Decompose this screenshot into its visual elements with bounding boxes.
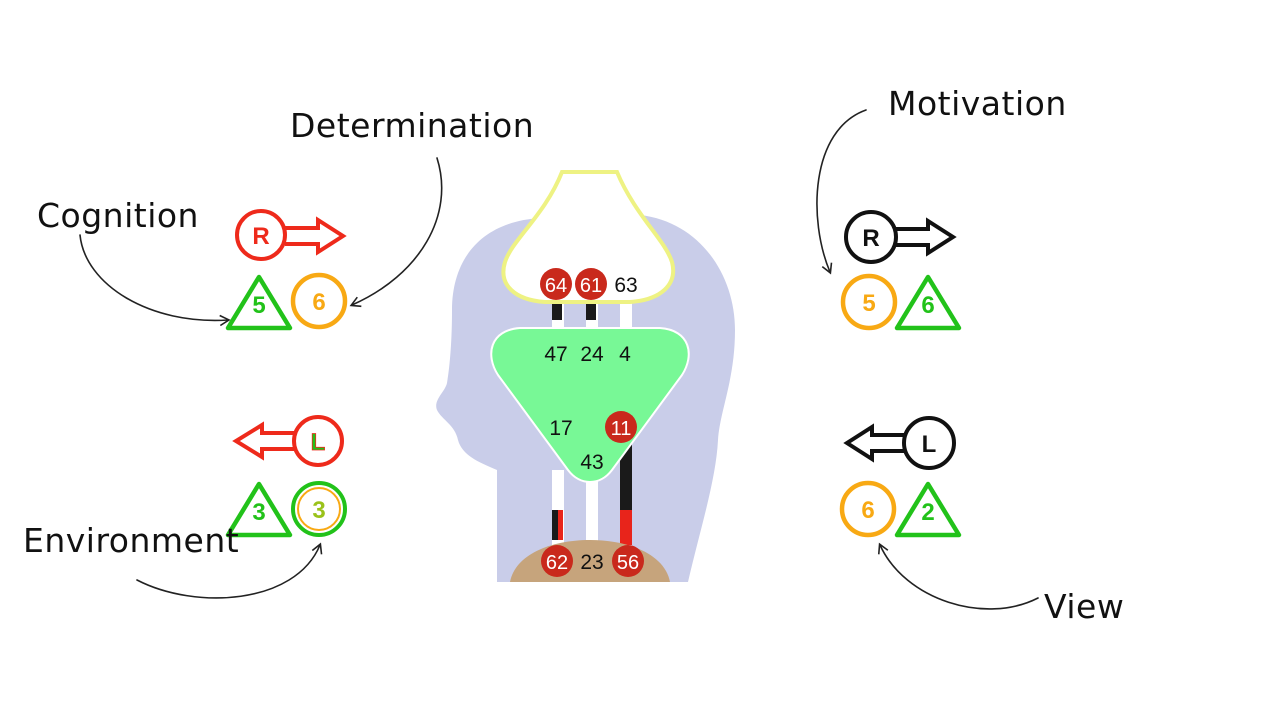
gate-dot-64 [540,268,572,300]
right-bottom-arrow: L [843,416,956,470]
gate-dot-61 [575,268,607,300]
left-bottom-arrow-circle [292,415,344,467]
green-triangle-icon [894,274,962,331]
label-cognition: Cognition [37,196,199,235]
annotation-arrows [79,109,1039,610]
left-arrow-icon [843,423,904,463]
gate-24: 24 [580,343,604,366]
right-bottom-circle-number: 6 [861,497,874,524]
gate-17: 17 [549,417,572,440]
crown-center [501,170,676,304]
gate-11: 11 [611,418,632,440]
gate-56: 56 [617,552,639,574]
gate-47: 47 [544,343,567,366]
orange-circle-icon [290,272,348,330]
gate-64: 64 [545,275,567,297]
channel-segment-62-red [558,510,563,540]
arrow-view [877,542,1039,610]
right-top-pair: 5 6 [840,273,962,331]
green-triangle-icon [225,481,293,538]
channel-segment-11-black [620,440,632,510]
right-bottom-triangle-number: 2 [921,499,934,526]
right-bottom-arrow-letter: L [922,431,937,458]
arrow-motivation [816,109,867,275]
right-top-arrow-circle [844,210,898,264]
right-arrow-icon [285,216,347,256]
arrow-environment [136,542,323,599]
gate-43: 43 [580,451,603,474]
label-view: View [1044,587,1125,626]
right-bottom-pair: 6 2 [839,480,962,538]
right-top-arrow: R [844,210,957,264]
gate-63: 63 [614,274,637,297]
right-top-triangle-number: 6 [921,292,934,319]
left-top-arrow-circle [235,209,287,261]
gate-4: 4 [619,343,631,366]
label-environment: Environment [23,521,240,560]
left-bottom-triangle-number: 3 [252,499,265,526]
orange-circle-icon [839,480,897,538]
head-figure: 64 61 63 47 24 4 17 11 43 62 23 56 [436,170,735,582]
label-determination: Determination [290,106,535,145]
channel-segment-64 [552,300,562,320]
green-triangle-icon [225,274,293,331]
left-bottom-arrow: L [232,415,344,467]
right-arrow-icon [896,217,957,257]
left-top-pair: 5 6 [225,272,348,331]
left-top-triangle-number: 5 [252,292,265,319]
left-top-arrow-letter: R [252,223,269,250]
left-bottom-circle-number: 3 [312,497,325,524]
ajna-center [490,327,690,483]
orange-circle-icon [840,273,898,331]
label-motivation: Motivation [888,84,1067,123]
channel-segment-61 [586,300,596,320]
gate-dot-56 [612,545,644,577]
right-top-arrow-letter: R [862,225,879,252]
left-bottom-arrow-letter: L [311,429,326,456]
channel-segment-62-black [552,510,562,540]
gate-23: 23 [580,551,603,574]
gate-dot-62 [541,545,573,577]
gate-62: 62 [546,552,568,574]
left-arrow-icon [232,421,294,461]
left-bottom-pair: 3 3 [225,481,347,538]
left-top-circle-number: 6 [312,289,325,316]
gate-61: 61 [580,275,602,297]
green-triangle-icon [894,481,962,538]
left-top-arrow: R [235,209,347,261]
gate-dot-11 [605,411,637,443]
right-bottom-arrow-circle [902,416,956,470]
arrow-cognition [79,234,231,327]
orange-inner-circle [297,487,341,531]
arrow-determination [349,157,443,308]
right-top-circle-number: 5 [862,290,875,317]
channel-43-23 [586,470,598,550]
channel-segment-56-red [620,510,632,545]
